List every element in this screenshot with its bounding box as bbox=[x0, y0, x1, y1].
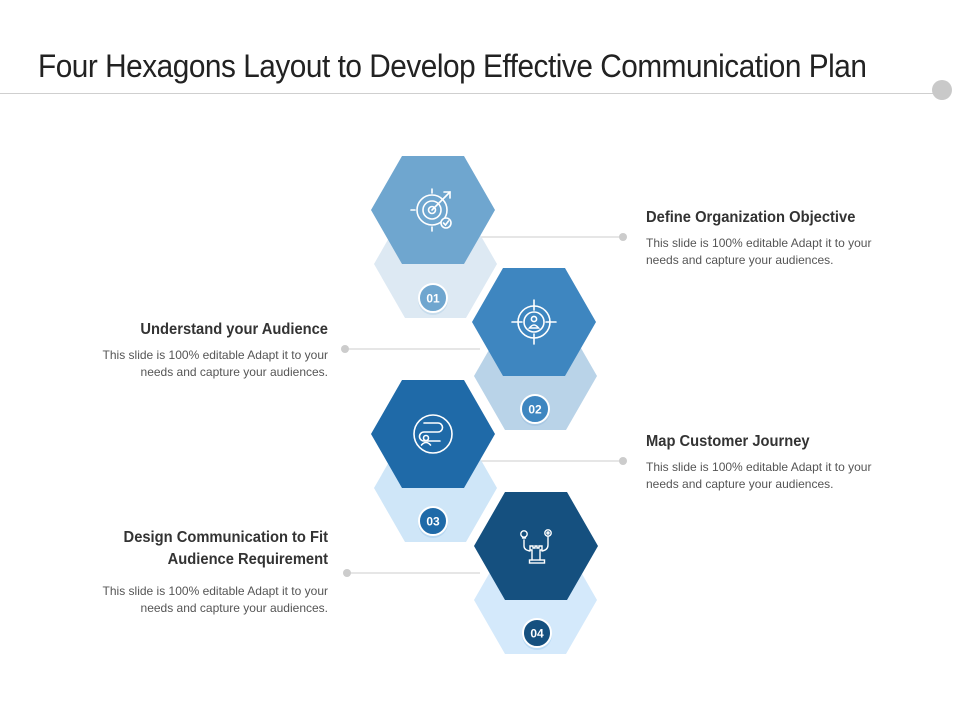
step-04-heading: Design Communication to Fit Audience Req… bbox=[123, 529, 328, 568]
title-divider-dot bbox=[932, 80, 952, 100]
step-02-body: This slide is 100% editable Adapt it to … bbox=[102, 348, 328, 379]
step-02-text: Understand your Audience This slide is 1… bbox=[48, 319, 328, 381]
step-01-text: Define Organization Objective This slide… bbox=[646, 207, 926, 269]
chess-strategy-icon bbox=[520, 529, 552, 564]
journey-path-icon bbox=[413, 414, 453, 454]
step-01-body: This slide is 100% editable Adapt it to … bbox=[646, 236, 872, 267]
badge-02: 02 bbox=[520, 394, 550, 426]
step-04-body: This slide is 100% editable Adapt it to … bbox=[102, 584, 328, 615]
badge-02-label: 02 bbox=[528, 403, 542, 417]
step-01-heading: Define Organization Objective bbox=[646, 209, 856, 226]
crosshair-person-icon bbox=[511, 299, 557, 345]
connector-3-dot bbox=[619, 457, 627, 465]
title-divider bbox=[0, 93, 940, 94]
step-04-text: Design Communication to Fit Audience Req… bbox=[48, 527, 328, 617]
badge-04: 04 bbox=[522, 618, 552, 650]
hexagon-03 bbox=[371, 380, 495, 488]
step-03-text: Map Customer Journey This slide is 100% … bbox=[646, 431, 926, 493]
badge-01: 01 bbox=[418, 283, 448, 315]
badge-01-label: 01 bbox=[426, 292, 440, 306]
connectors bbox=[341, 233, 627, 577]
badge-04-label: 04 bbox=[530, 627, 544, 641]
badge-03-label: 03 bbox=[426, 515, 440, 529]
step-02-heading: Understand your Audience bbox=[140, 321, 328, 338]
target-arrow-icon bbox=[410, 188, 452, 232]
connector-1-dot bbox=[619, 233, 627, 241]
connector-2-dot bbox=[341, 345, 349, 353]
step-03-body: This slide is 100% editable Adapt it to … bbox=[646, 460, 872, 491]
step-03-heading: Map Customer Journey bbox=[646, 433, 810, 450]
connector-4-dot bbox=[343, 569, 351, 577]
page-title: Four Hexagons Layout to Develop Effectiv… bbox=[38, 48, 867, 84]
badge-03: 03 bbox=[418, 506, 448, 538]
